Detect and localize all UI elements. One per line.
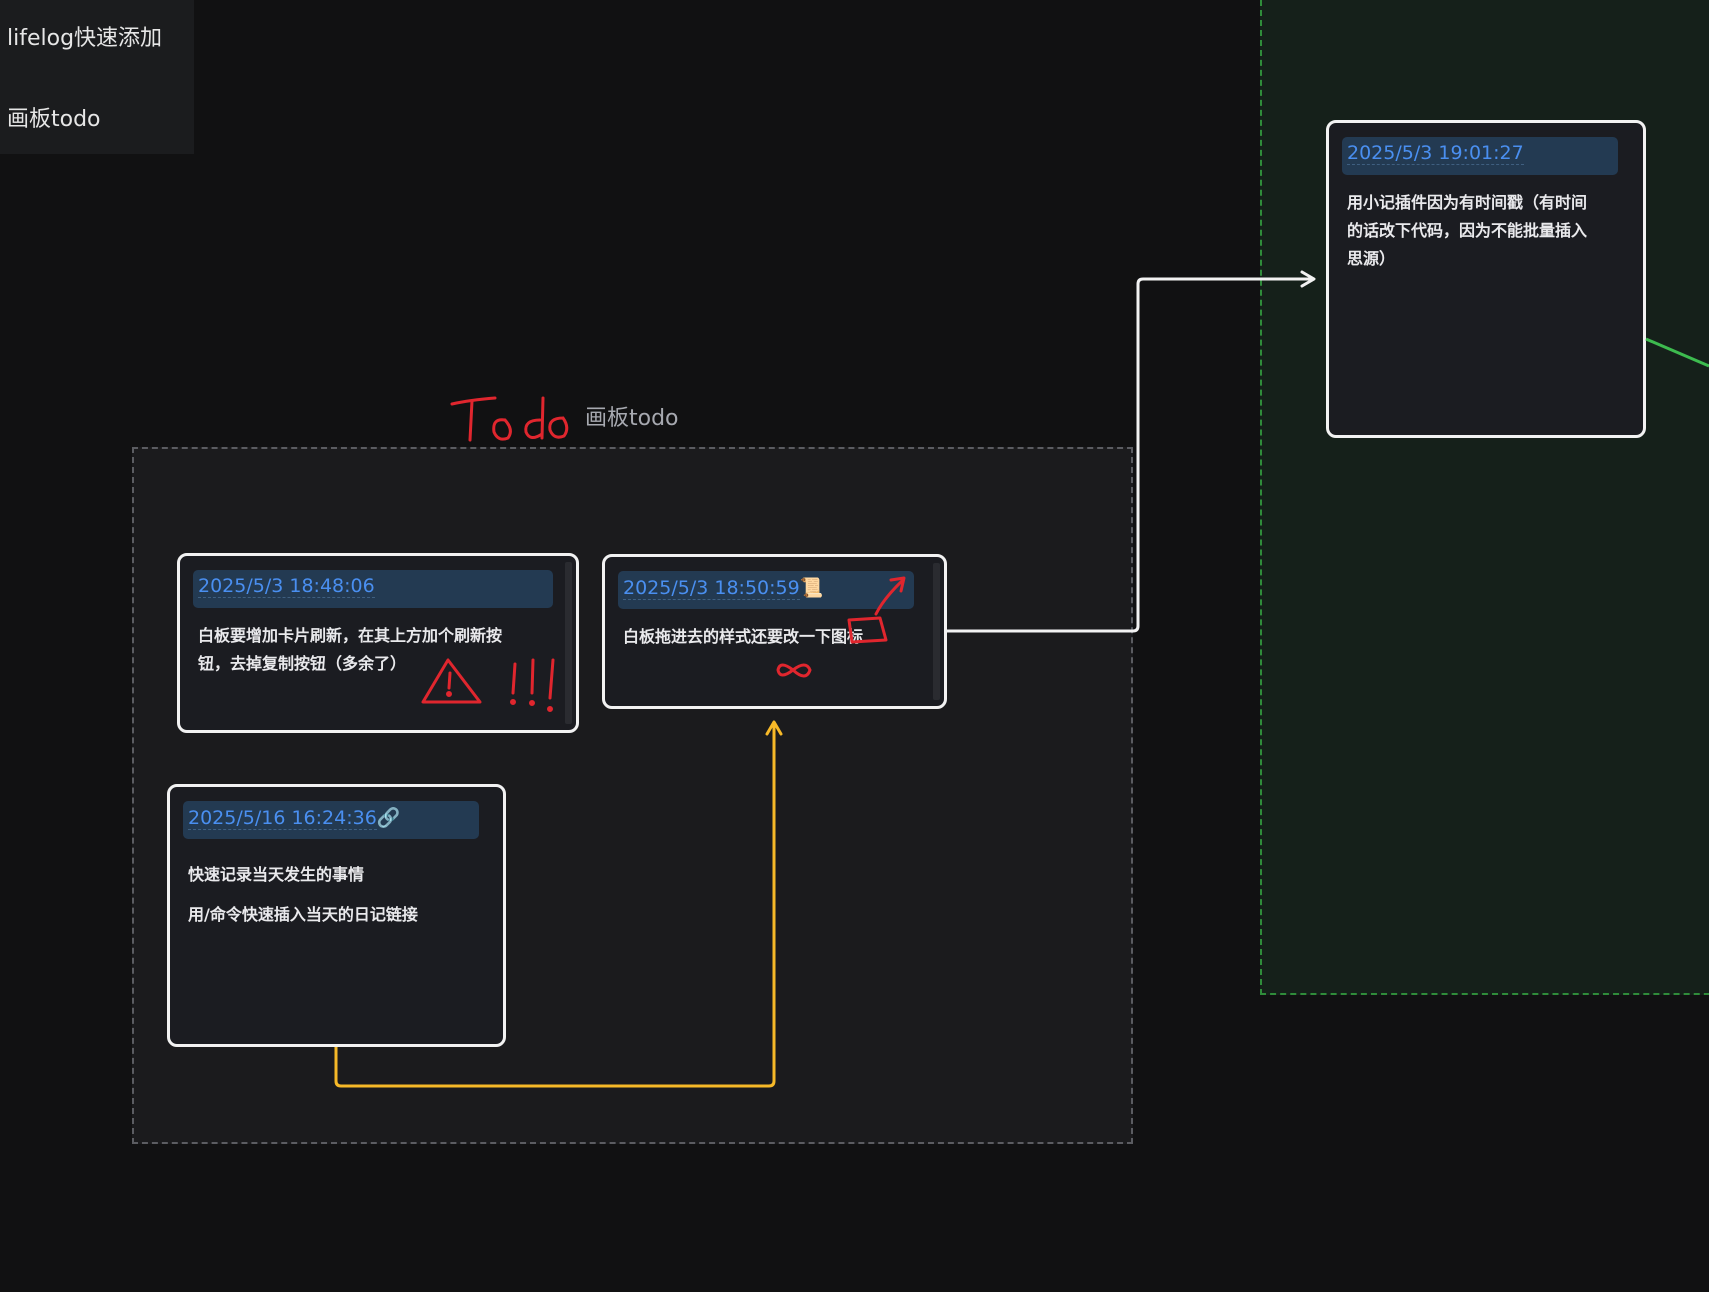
card-line: 白板拖进去的样式还要改一下图标 [623,627,864,646]
exclamation-marks-icon [510,658,555,712]
card-timestamp[interactable]: 2025/5/16 16:24:36 [188,807,377,830]
arrowhead-up-icon [765,720,783,736]
card-content[interactable]: 白板要增加卡片刷新，在其上方加个刷新按 钮，去掉复制按钮（多余了） [198,622,502,678]
card-timestamp[interactable]: 2025/5/3 18:48:06 [198,575,375,598]
card-drag-style[interactable]: 2025/5/3 18:50:59📜 白板拖进去的样式还要改一下图标 [602,554,947,709]
link-icon: 🔗 [376,807,401,829]
card-content[interactable]: 快速记录当天发生的事情 用/命令快速插入当天的日记链接 [188,855,418,935]
card-timestamp[interactable]: 2025/5/3 18:50:59 [623,577,800,600]
card-content[interactable]: 白板拖进去的样式还要改一下图标 [623,623,863,651]
warning-triangle-icon [421,658,482,704]
edge-card4-offscreen[interactable] [1645,337,1709,368]
card-scrollbar[interactable] [565,562,572,724]
edge-card2-card4[interactable] [947,277,1312,633]
menu-item-lifelog-quick-add[interactable]: lifelog快速添加 [7,26,163,51]
card-line: 钮，去掉复制按钮（多余了） [198,654,407,673]
card-line: 白板要增加卡片刷新，在其上方加个刷新按 [198,626,503,645]
card-timestamp-header: 2025/5/3 19:01:27 [1342,137,1618,175]
card-quick-record[interactable]: 2025/5/16 16:24:36🔗 快速记录当天发生的事情 用/命令快速插入… [167,784,506,1047]
card-line: 快速记录当天发生的事情 [188,865,365,884]
card-line: 用/命令快速插入当天的日记链接 [188,905,418,924]
card-timestamp-header: 2025/5/3 18:48:06 [193,570,553,608]
todo-group-title[interactable]: 画板todo [585,406,679,431]
card-line: 思源） [1347,249,1396,268]
handwritten-todo [450,396,569,442]
icon-highlight-annotation [847,576,906,644]
menu-item-canvas-todo[interactable]: 画板todo [7,107,101,132]
card-line: 用小记插件因为有时间戳（有时间 [1347,193,1588,212]
arrowhead-right-icon [1300,270,1316,288]
card-timestamp-header: 2025/5/3 18:50:59📜 [618,571,914,609]
card-xiaoji-plugin[interactable]: 2025/5/3 19:01:27 用小记插件因为有时间戳（有时间 的话改下代码… [1326,120,1646,438]
card-line: 的话改下代码，因为不能批量插入 [1347,221,1588,240]
scroll-icon: 📜 [799,577,824,599]
infinity-icon [776,663,812,678]
card-timestamp-header: 2025/5/16 16:24:36🔗 [183,801,479,839]
edge-card3-card2[interactable] [334,724,776,1088]
quick-menu: lifelog快速添加 画板todo [0,0,194,154]
card-timestamp[interactable]: 2025/5/3 19:01:27 [1347,142,1524,165]
card-content[interactable]: 用小记插件因为有时间戳（有时间 的话改下代码，因为不能批量插入 思源） [1347,189,1587,273]
card-scrollbar[interactable] [933,563,940,700]
